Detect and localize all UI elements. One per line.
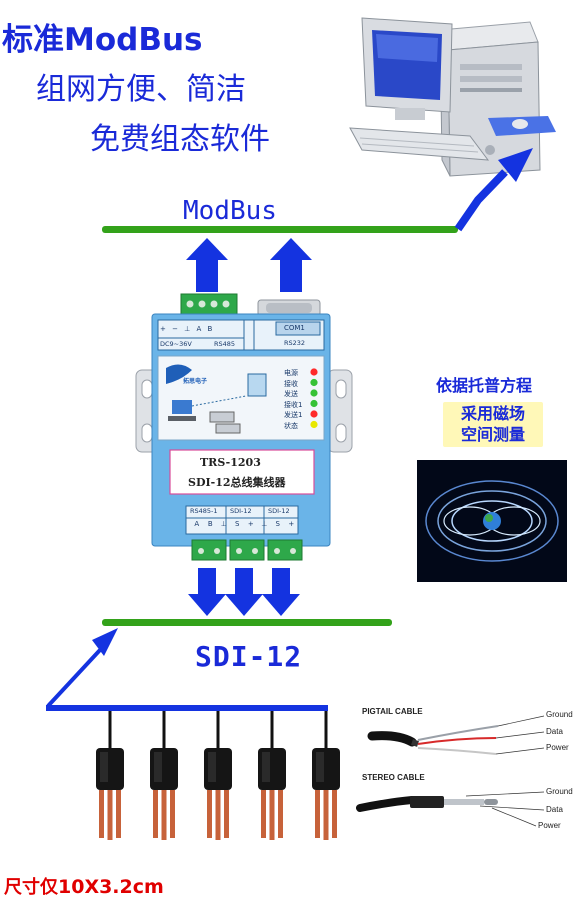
size-prefix: 尺寸仅	[4, 877, 58, 898]
model-label: TRS-1203	[200, 456, 261, 469]
magnetic-field-image	[417, 460, 567, 582]
up-arrow-icon	[270, 238, 312, 292]
stereo-power-label: Power	[538, 821, 561, 830]
measurement-box: 采用磁场 空间测量	[443, 402, 543, 447]
modbus-bus-line	[102, 226, 458, 233]
stereo-cable-image	[356, 791, 545, 827]
led-label: 接收	[284, 379, 298, 388]
brand-logo-icon	[166, 364, 192, 384]
led-indicator-icon	[310, 368, 318, 376]
com1-label: COM1	[284, 324, 305, 332]
soil-sensor-icon	[258, 711, 286, 840]
soil-sensor-icon	[312, 711, 340, 840]
pin-label: A	[194, 520, 200, 528]
headline-line-3: 免费组态软件	[90, 122, 270, 157]
stereo-cable-title: STEREO CABLE	[362, 773, 425, 782]
pigtail-data-label: Data	[546, 727, 563, 736]
uplink-arrow-icon	[498, 148, 533, 182]
pigtail-ground-label: Ground	[546, 710, 573, 719]
pc-illustration-icon	[172, 400, 192, 414]
pigtail-power-label: Power	[546, 743, 569, 752]
power-pin-symbols: + − ⊥ A B	[160, 325, 215, 333]
measurement-line-1: 采用磁场	[460, 404, 525, 423]
sdi12-uplink-line	[46, 648, 102, 708]
down-arrow-icon	[188, 568, 226, 616]
model-label-plate	[169, 449, 315, 495]
pin-label: B	[207, 520, 213, 528]
soil-sensor-icon	[150, 711, 178, 840]
sdi-terminal-block	[191, 539, 303, 561]
pin-label: S	[275, 520, 280, 528]
down-arrow-icon	[225, 568, 263, 616]
led-label: 发送	[284, 390, 298, 398]
soil-sensor-icon	[96, 711, 124, 840]
stereo-ground-label: Ground	[546, 787, 573, 796]
size-value: 10X3.2cm	[58, 876, 164, 898]
modbus-uplink-line	[454, 169, 508, 232]
sdi12-uplink-arrow-icon	[92, 628, 118, 656]
pin-label: +	[247, 520, 254, 528]
power-label: DC9~36V	[160, 340, 192, 348]
modbus-label: ModBus	[183, 196, 277, 226]
led-indicator-icon	[310, 378, 318, 387]
led-indicator-icon	[310, 420, 318, 429]
computer-icon	[349, 17, 556, 177]
pin-label: ⊥	[261, 520, 268, 528]
size-note: 尺寸仅10X3.2cm	[4, 873, 164, 899]
display-icon	[247, 373, 267, 397]
led-indicator-icon	[310, 389, 318, 397]
measurement-line-2: 空间测量	[460, 425, 525, 444]
pin-label: +	[288, 520, 295, 528]
soil-sensor-icon	[204, 711, 232, 840]
headline-line-2: 组网方便、简洁	[36, 72, 246, 107]
sensor-bus-line	[46, 705, 328, 711]
pigtail-cable-title: PIGTAIL CABLE	[362, 707, 423, 716]
led-indicator-icon	[310, 410, 318, 418]
sdi12-bus-line	[102, 619, 392, 626]
device-name-label: SDI-12总线集线器	[188, 476, 286, 489]
led-label: 发送1	[284, 411, 303, 419]
pin-label: ⊥	[220, 520, 227, 528]
stereo-data-label: Data	[546, 805, 563, 814]
sdi12-port-label-2: SDI-12	[268, 507, 290, 515]
bottom-label-strip	[185, 505, 299, 535]
headline-line-1: 标准ModBus	[2, 22, 203, 58]
sdi12-port-label-1: SDI-12	[230, 507, 252, 515]
mounting-ear-right	[327, 369, 353, 453]
up-arrow-icon	[186, 238, 228, 292]
power-terminal-block	[180, 293, 238, 315]
equation-title: 依据托普方程	[436, 376, 533, 395]
pigtail-cable-image	[367, 715, 545, 755]
led-label: 电源	[284, 369, 298, 377]
rs485-1-port-label: RS485-1	[190, 507, 218, 515]
led-label: 接收1	[284, 400, 303, 409]
brand-label: 拓思电子	[183, 378, 208, 385]
led-label-list: 电源接收发送接收1 发送1 状态	[284, 368, 302, 431]
rs485-label: RS485	[214, 340, 236, 348]
led-indicator-icon	[310, 399, 318, 408]
rs232-label: RS232	[284, 339, 306, 347]
db9-connector	[257, 299, 321, 317]
led-label: 状态	[284, 421, 298, 430]
down-arrow-icon	[262, 568, 300, 616]
pin-label: S	[235, 520, 240, 528]
sdi12-label: SDI-12	[195, 640, 303, 673]
